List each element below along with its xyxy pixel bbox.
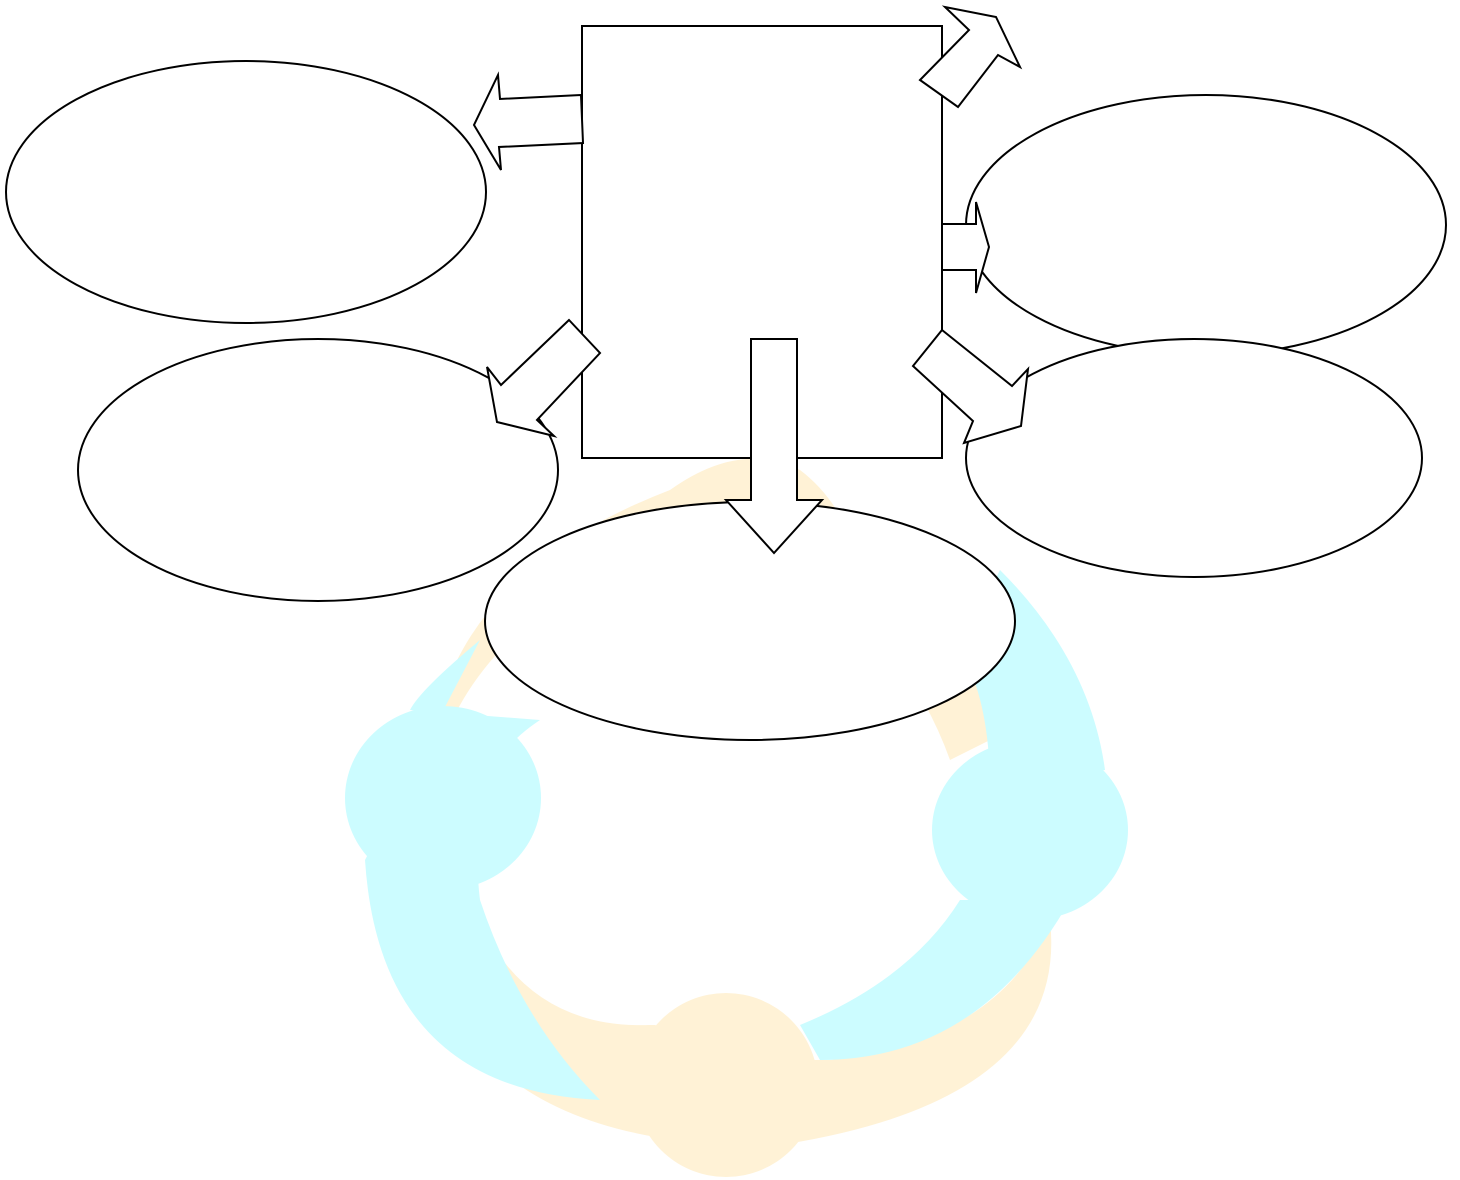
mid-right-ellipse[interactable] — [966, 339, 1422, 577]
ring-node-bottom — [634, 993, 818, 1177]
mid-left-ellipse[interactable] — [78, 339, 558, 601]
ring-node-left — [345, 706, 541, 890]
top-left-ellipse[interactable] — [6, 61, 486, 323]
bottom-center-ellipse[interactable] — [485, 502, 1015, 740]
ring-node-right — [932, 740, 1128, 920]
top-right-ellipse[interactable] — [966, 95, 1446, 355]
arrow-to-top-left — [474, 75, 583, 170]
